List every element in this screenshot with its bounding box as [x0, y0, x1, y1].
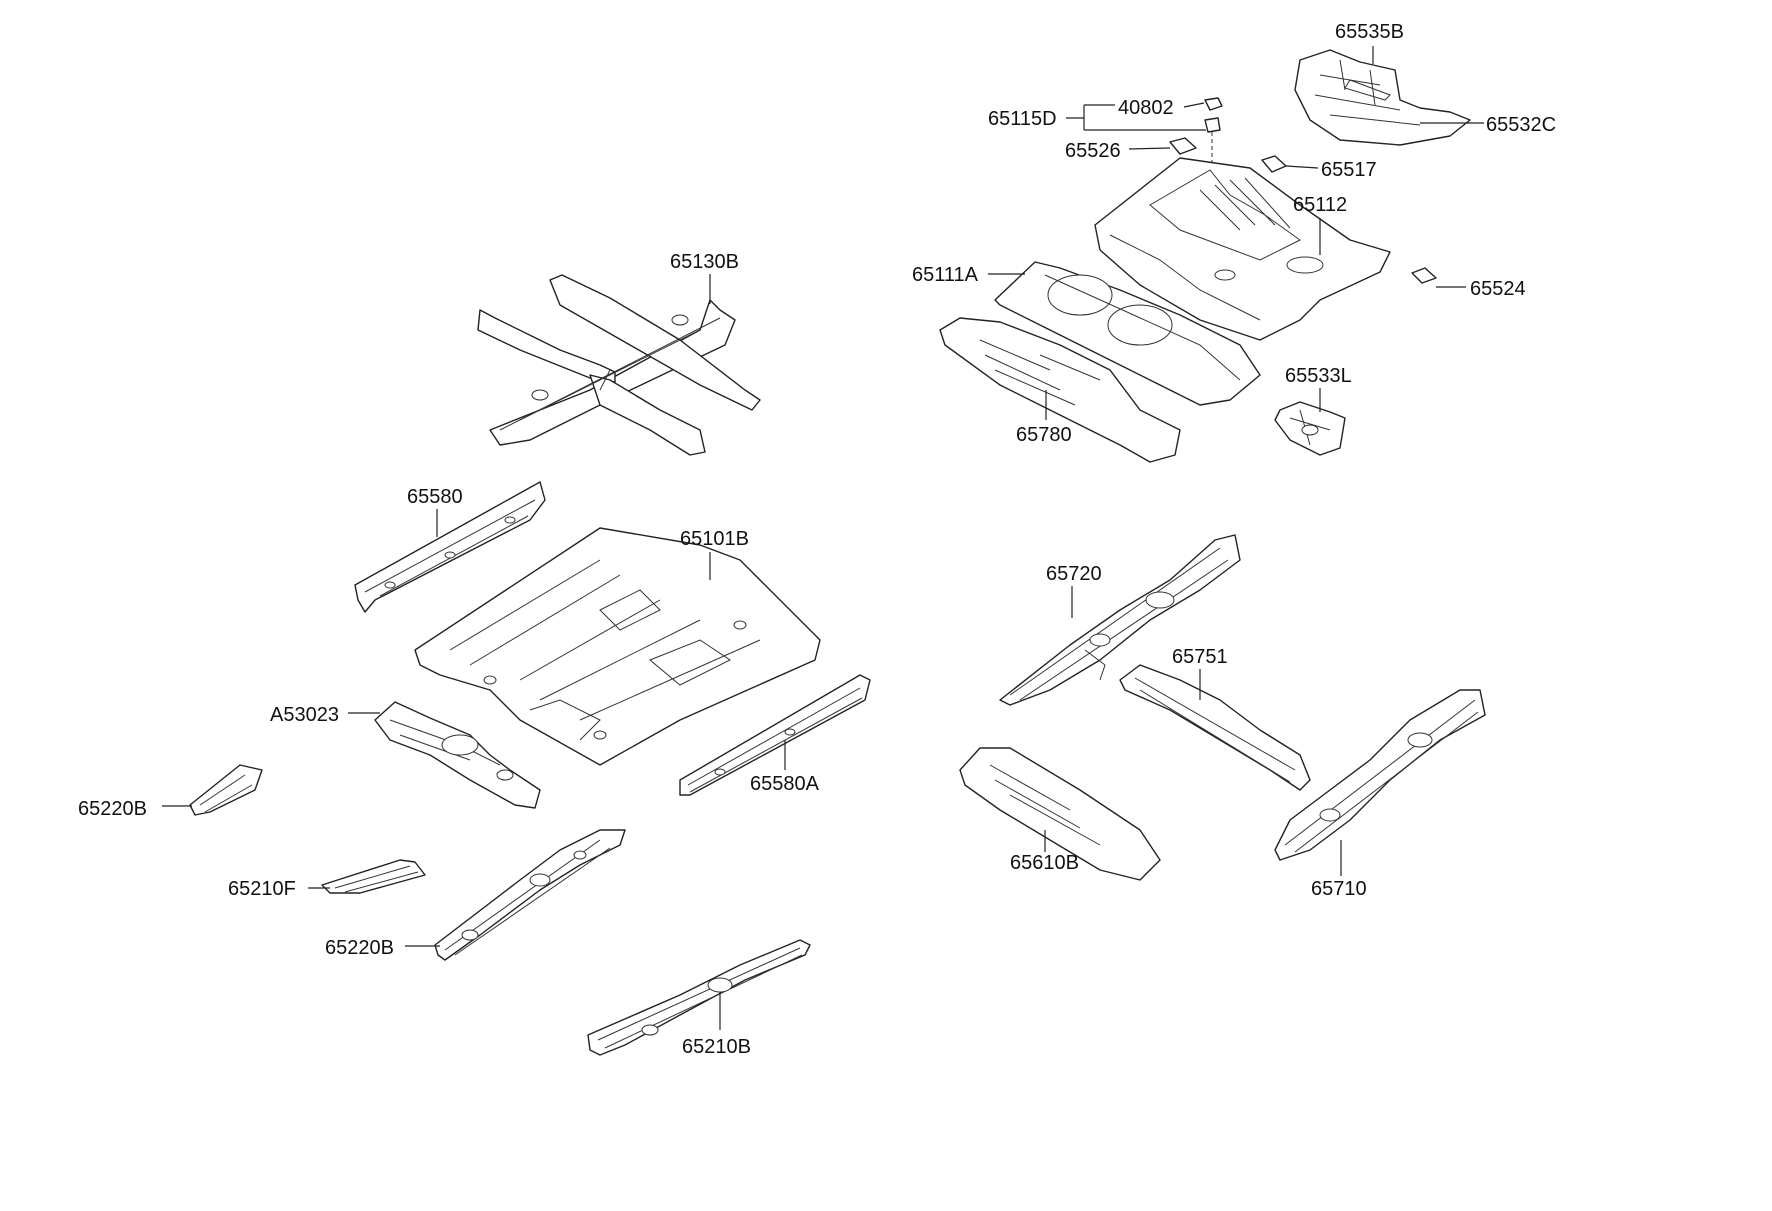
part-65130B-drawing [477, 274, 761, 456]
part-65220B-member-drawing [434, 829, 626, 961]
leader-65526 [1128, 147, 1171, 150]
label-65580: 65580 [407, 486, 463, 508]
label-65710: 65710 [1311, 878, 1367, 900]
label-65111A: 65111A [912, 264, 979, 286]
part-65580A-drawing [679, 674, 871, 796]
part-65610B-drawing [959, 747, 1161, 881]
label-65533L: 65533L [1285, 365, 1352, 387]
part-65210B-drawing [587, 939, 811, 1056]
label-65532C: 65532C [1486, 114, 1556, 136]
leader-40802 [1183, 102, 1205, 108]
label-40802: 40802 [1118, 97, 1174, 119]
label-65115D: 65115D [988, 108, 1057, 130]
label-65130B: 65130B [670, 251, 739, 273]
label-65524: 65524 [1470, 278, 1526, 300]
label-65210B: 65210B [682, 1036, 751, 1058]
label-65220B-2: 65220B [325, 937, 394, 959]
part-65101B-drawing [414, 527, 821, 766]
part-65720-drawing [999, 534, 1241, 706]
part-65780-drawing [939, 317, 1181, 463]
label-A53023: A53023 [270, 704, 339, 726]
label-65526: 65526 [1065, 140, 1121, 162]
label-65580A: 65580A [750, 773, 820, 795]
part-65112-drawing [1094, 157, 1391, 341]
label-65210F: 65210F [228, 878, 296, 900]
label-65720: 65720 [1046, 563, 1102, 585]
label-65112: 65112 [1293, 194, 1347, 216]
part-65111A-drawing [994, 261, 1261, 406]
label-65751: 65751 [1172, 646, 1228, 668]
part-65533L-drawing [1274, 401, 1346, 456]
part-65580-drawing [354, 481, 546, 613]
label-65220B-1: 65220B [78, 798, 147, 820]
part-65710-drawing [1274, 689, 1486, 861]
leader-65517 [1285, 165, 1319, 169]
label-65535B: 65535B [1335, 21, 1404, 43]
part-65751-drawing [1119, 664, 1311, 791]
part-65220B-small-drawing [189, 764, 263, 816]
part-65535B-65532C-drawing [1294, 49, 1471, 146]
part-65210F-drawing [321, 859, 426, 894]
leader-65115D [1066, 104, 1206, 131]
label-65517: 65517 [1321, 159, 1377, 181]
label-65101B: 65101B [680, 528, 749, 550]
part-A53023-drawing [374, 701, 541, 809]
label-65780: 65780 [1016, 424, 1072, 446]
small-parts-drawing [1169, 97, 1437, 284]
label-65610B: 65610B [1010, 852, 1079, 874]
